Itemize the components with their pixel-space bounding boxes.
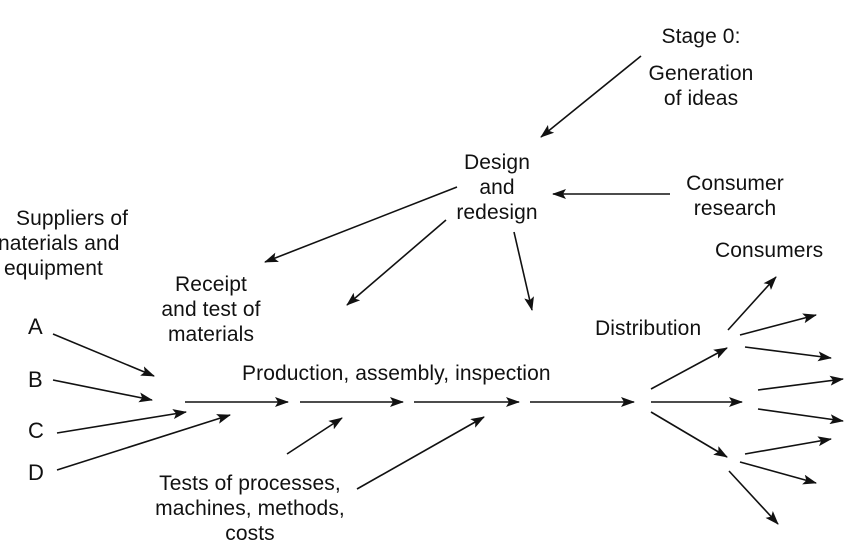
production-text: Production, assembly, inspection <box>242 362 551 385</box>
design-redesign-label: Design and redesign <box>437 150 557 225</box>
stage-0-line-1: Stage 0: <box>661 25 741 48</box>
consumers-text: Consumers <box>715 239 824 262</box>
receipt-line-1: Receipt <box>175 273 247 296</box>
arrow-d-to-flow <box>56 414 231 471</box>
receipt-line-3: materials <box>167 323 255 346</box>
arrow-c-to-flow <box>56 409 187 434</box>
distribution-text: Distribution <box>595 317 702 340</box>
arrow-fan-2 <box>744 346 832 362</box>
consumer-research-line-1: Consumer <box>686 172 784 195</box>
arrow-fan-6 <box>739 461 817 485</box>
arrow-b-to-receipt <box>52 379 153 403</box>
arrow-fan-7 <box>728 470 779 525</box>
arrow-fan-3 <box>757 375 844 391</box>
design-line-2: and <box>479 176 515 199</box>
receipt-line-2: and test of <box>161 298 261 321</box>
arrow-dist-up <box>650 347 728 390</box>
arrow-a-to-receipt <box>52 333 155 377</box>
receipt-label: Receipt and test of materials <box>146 272 276 347</box>
stage-0-line-2: Generation <box>648 62 754 85</box>
suppliers-line-2: naterials and <box>0 232 120 255</box>
arrow-design-to-flow-2 <box>513 231 534 311</box>
production-label: Production, assembly, inspection <box>242 361 551 386</box>
arrow-fan-5 <box>744 436 832 455</box>
distribution-label: Distribution <box>595 316 701 341</box>
arrow-tests-to-flow-2 <box>356 416 485 490</box>
design-line-1: Design <box>464 151 530 174</box>
arrow-fan-4 <box>757 408 844 425</box>
arrow-to-consumers-label <box>727 276 777 331</box>
supplier-letter-a: A <box>28 314 43 339</box>
tests-line-3: costs <box>225 522 275 545</box>
suppliers-line-1: Suppliers of <box>16 207 129 230</box>
suppliers-label: Suppliers of naterials and equipment <box>0 206 128 281</box>
arrow-dist-down <box>650 411 728 458</box>
tests-line-2: machines, methods, <box>155 497 345 520</box>
tests-label: Tests of processes, machines, methods, c… <box>130 471 370 546</box>
supplier-letter-c: C <box>28 418 44 443</box>
supplier-letter-d: D <box>28 460 44 485</box>
arrow-design-to-receipt <box>264 186 458 263</box>
consumers-label: Consumers <box>715 238 823 263</box>
tests-line-1: Tests of processes, <box>159 472 341 495</box>
design-line-3: redesign <box>456 201 538 224</box>
supplier-letter-b: B <box>28 367 43 392</box>
arrow-design-to-flow-1 <box>346 219 447 306</box>
stage-0-label: Stage 0: Generation of ideas <box>626 24 776 111</box>
consumer-research-line-2: research <box>693 197 777 220</box>
arrow-stage0-to-design <box>540 55 642 138</box>
suppliers-line-3: equipment <box>4 257 103 280</box>
arrow-fan-1 <box>739 313 817 336</box>
arrow-tests-to-flow-1 <box>286 417 343 455</box>
stage-0-line-3: of ideas <box>663 87 739 110</box>
consumer-research-label: Consumer research <box>670 171 800 221</box>
